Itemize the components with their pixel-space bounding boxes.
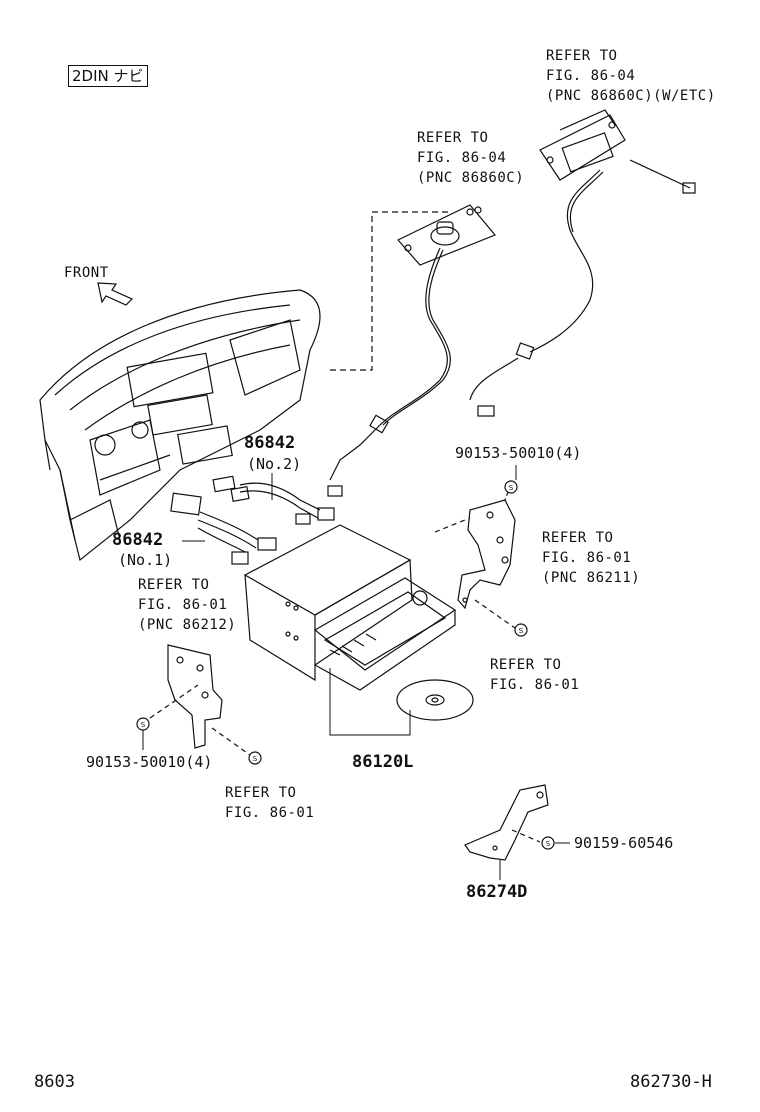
footer-left-code: 8603 xyxy=(34,1072,75,1092)
refer-bracket-left-line3: (PNC 86212) xyxy=(138,617,237,633)
svg-text:S: S xyxy=(546,840,551,848)
screw-icon xyxy=(514,623,528,637)
refer-screw-left-line2: FIG. 86-01 xyxy=(225,805,315,821)
part-number-screw-left: 90153-50010(4) xyxy=(86,753,213,771)
part-number-harness-no1: 86842 xyxy=(112,530,164,550)
refer-bracket-right-line2: FIG. 86-01 xyxy=(542,550,632,566)
refer-etc-line3: (PNC 86860C)(W/ETC) xyxy=(546,88,716,104)
screw-icon xyxy=(504,480,518,494)
dashed-lead-gps xyxy=(330,211,450,371)
refer-screw-left-line1: REFER TO xyxy=(225,785,297,801)
bracket-left-illustration xyxy=(167,644,223,749)
part-number-harness-no2: 86842 xyxy=(244,433,296,453)
front-label: FRONT xyxy=(64,265,109,281)
part-number-navi-unit: 86120L xyxy=(352,752,414,772)
refer-bracket-right-line1: REFER TO xyxy=(542,530,614,546)
gps-antenna-illustration xyxy=(327,204,496,497)
disc-illustration xyxy=(396,679,474,721)
variant-label: 2DIN ナビ xyxy=(68,65,148,87)
part-number-screw-right: 90153-50010(4) xyxy=(455,444,582,462)
refer-bracket-right-line3: (PNC 86211) xyxy=(542,570,641,586)
footer-right-code: 862730-H xyxy=(630,1072,712,1092)
svg-text:S: S xyxy=(253,755,258,763)
bracket-right-illustration xyxy=(457,499,516,610)
refer-screw-right-line1: REFER TO xyxy=(490,657,562,673)
front-arrow-icon xyxy=(97,282,134,306)
part-number-bracket-bottom: 86274D xyxy=(466,882,528,902)
bracket-bottom-illustration xyxy=(464,784,549,861)
etc-antenna-illustration xyxy=(469,109,696,417)
svg-text:S: S xyxy=(509,484,514,492)
svg-text:S: S xyxy=(141,721,146,729)
harness-no1-illustration xyxy=(170,492,277,565)
refer-etc-line2: FIG. 86-04 xyxy=(546,68,636,84)
screw-icon xyxy=(541,836,555,850)
leader-navi-unit xyxy=(329,668,411,736)
screw-marks: S S S S S xyxy=(141,484,551,848)
part-sub-harness-no1: (No.1) xyxy=(118,551,173,569)
refer-gps-line1: REFER TO xyxy=(417,130,489,146)
refer-bracket-left-line1: REFER TO xyxy=(138,577,210,593)
harness-no2-illustration xyxy=(212,475,335,525)
refer-bracket-left-line2: FIG. 86-01 xyxy=(138,597,228,613)
refer-gps-line2: FIG. 86-04 xyxy=(417,150,507,166)
refer-screw-right-line2: FIG. 86-01 xyxy=(490,677,580,693)
svg-text:S: S xyxy=(519,627,524,635)
refer-etc-line1: REFER TO xyxy=(546,48,618,64)
part-number-bracket-bolt: 90159-60546 xyxy=(574,834,674,852)
navi-unit-illustration xyxy=(243,524,457,691)
dashboard-illustration xyxy=(39,289,321,562)
refer-gps-line3: (PNC 86860C) xyxy=(417,170,525,186)
screw-icon xyxy=(248,751,262,765)
part-sub-harness-no2: (No.2) xyxy=(247,455,302,473)
